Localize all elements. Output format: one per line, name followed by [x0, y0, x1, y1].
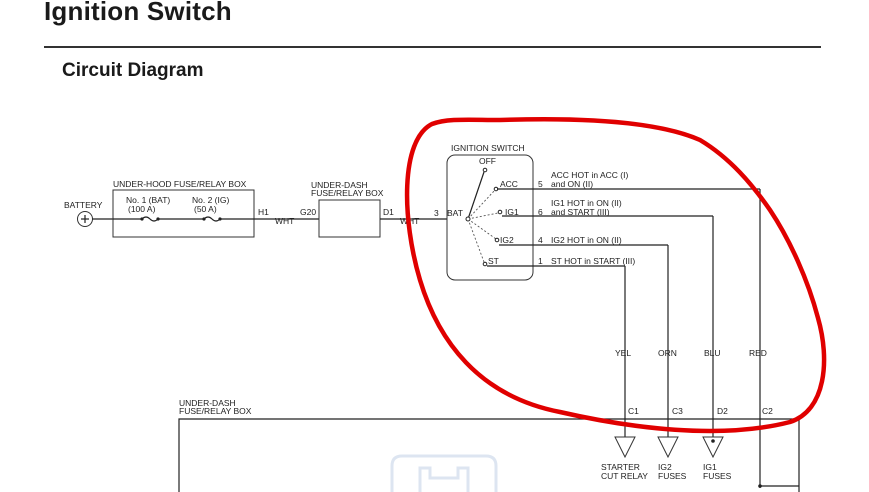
starter-label-1: STARTER: [601, 462, 640, 472]
battery-label: BATTERY: [64, 200, 103, 210]
watermark-logo: [390, 454, 498, 492]
connector-d2: D2: [717, 406, 728, 416]
ignition-switch-label: IGNITION SWITCH: [451, 143, 525, 153]
position-ig2: IG2: [500, 235, 514, 245]
connector-g20: G20: [300, 207, 316, 217]
output-arrows: [614, 436, 724, 459]
connector-c2: C2: [762, 406, 773, 416]
pin-6: 6: [538, 207, 543, 217]
highlight-circle: [404, 116, 827, 434]
bottom-fuse-box: [178, 418, 800, 492]
connector-h1: H1: [258, 207, 269, 217]
ig2-note: IG2 HOT in ON (II): [551, 235, 622, 245]
switch-output-wires: [487, 188, 761, 488]
pin-1: 1: [538, 256, 543, 266]
underdash-box-label-2: FUSE/RELAY BOX: [311, 188, 384, 198]
section-heading: Circuit Diagram: [62, 60, 204, 81]
underdash-fuse-box: [318, 199, 381, 238]
acc-note-line1: ACC HOT in ACC (I): [551, 170, 628, 180]
position-ig1: IG1: [505, 207, 519, 217]
connector-d1: D1: [383, 207, 394, 217]
ig1-arrow: [702, 436, 724, 459]
ig1-fuses-label-2: FUSES: [703, 471, 732, 481]
bottom-box-label-2: FUSE/RELAY BOX: [179, 406, 252, 416]
bat-terminal-label: BAT: [447, 208, 463, 218]
pin-5: 5: [538, 179, 543, 189]
battery-symbol: [77, 211, 93, 227]
ig2-fuses-label-1: IG2: [658, 462, 672, 472]
fuse-chain: [113, 216, 254, 222]
acc-note-line2: and ON (II): [551, 179, 593, 189]
position-off: OFF: [479, 156, 496, 166]
starter-label-2: CUT RELAY: [601, 471, 648, 481]
position-acc: ACC: [500, 179, 518, 189]
junction-dot: [758, 484, 762, 488]
ig1-note-line1: IG1 HOT in ON (II): [551, 198, 622, 208]
fuse2-label: No. 2 (IG): [192, 195, 229, 205]
ig1-fuses-label-1: IG1: [703, 462, 717, 472]
fuse1-symbol: [141, 216, 159, 222]
switch-contacts: [465, 167, 503, 267]
underhood-fuse-box: [112, 189, 255, 238]
ignition-switch-box: [446, 154, 534, 281]
ig2-arrow: [657, 436, 679, 459]
connector-c3: C3: [672, 406, 683, 416]
pin-4: 4: [538, 235, 543, 245]
fuse2-symbol: [203, 216, 221, 222]
title-divider: [44, 46, 821, 48]
wire-color-blu: BLU: [704, 348, 721, 358]
wire-color-yel: YEL: [615, 348, 631, 358]
fuse1-rating: (100 A): [128, 204, 156, 214]
ig1-note-line2: and START (III): [551, 207, 610, 217]
page-title: Ignition Switch: [44, 0, 232, 26]
wire-color-wht-1: WHT: [275, 216, 294, 226]
underhood-box-label: UNDER-HOOD FUSE/RELAY BOX: [113, 179, 247, 189]
pin-3: 3: [434, 208, 439, 218]
bottom-box-label-1: UNDER-DASH: [179, 398, 236, 408]
starter-arrow: [614, 436, 636, 459]
ig2-fuses-label-2: FUSES: [658, 471, 687, 481]
wire-color-orn: ORN: [658, 348, 677, 358]
fuse2-rating: (50 A): [194, 204, 217, 214]
underdash-box-label-1: UNDER-DASH: [311, 180, 368, 190]
position-st: ST: [488, 256, 499, 266]
st-note: ST HOT in START (III): [551, 256, 635, 266]
fuse1-label: No. 1 (BAT): [126, 195, 170, 205]
wire-color-red: RED: [749, 348, 767, 358]
connector-c1: C1: [628, 406, 639, 416]
